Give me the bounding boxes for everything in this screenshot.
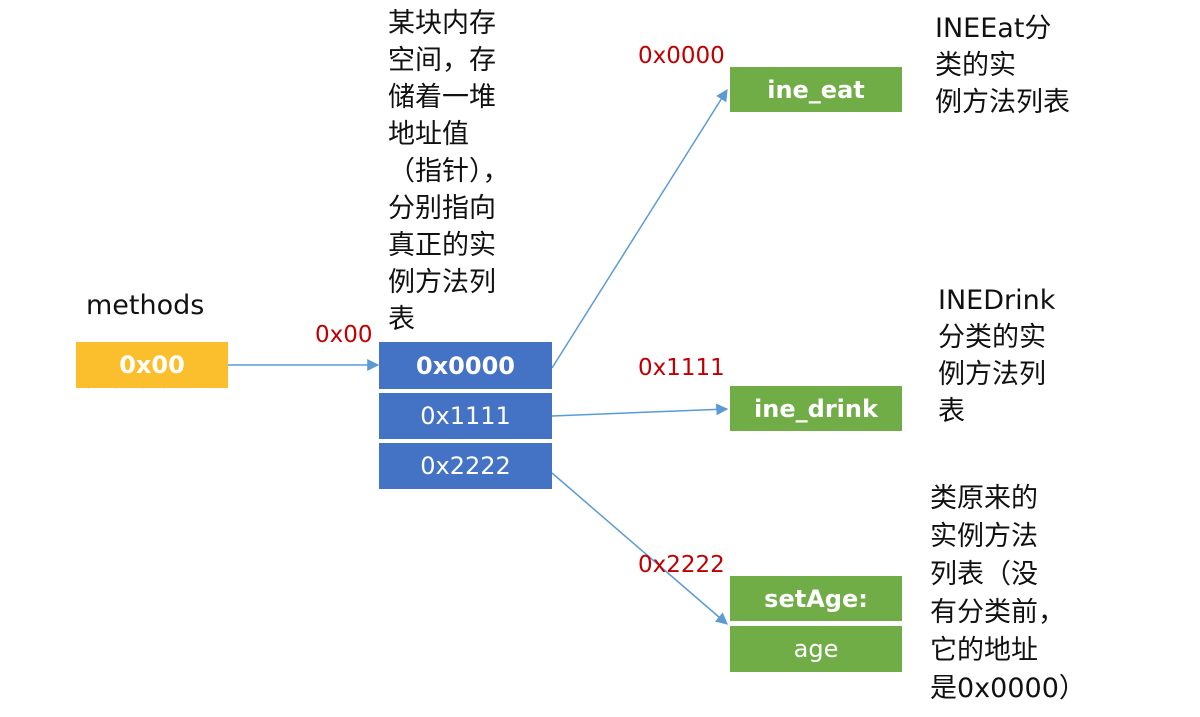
- arrow-0x1111-to-ine-drink: [551, 403, 729, 417]
- setage-box: setAge:: [730, 576, 902, 621]
- pointer-table-address: 0x00: [315, 322, 373, 348]
- pointer-cell-label: 0x1111: [420, 402, 511, 430]
- setage-label: setAge:: [764, 584, 868, 613]
- pointer-cell-0x1111: 0x1111: [379, 393, 552, 439]
- original-note: 类原来的 实例方法 列表（没 有分类前， 它的地址 是0x0000）: [930, 483, 1086, 704]
- age-box: age: [730, 626, 902, 672]
- drink-note: INEDrink 分类的实 例方法列 表: [938, 285, 1056, 427]
- ine-drink-box: ine_drink: [730, 386, 902, 431]
- pointer-cell-label: 0x0000: [416, 351, 515, 380]
- methods-value-box: 0x00: [76, 342, 228, 388]
- original-address: 0x2222: [638, 552, 725, 578]
- pointer-cell-label: 0x2222: [420, 452, 511, 480]
- pointer-cell-0x2222: 0x2222: [379, 443, 552, 489]
- ine-drink-label: ine_drink: [754, 394, 878, 423]
- eat-address: 0x0000: [638, 43, 725, 69]
- pointer-cell-0x0000: 0x0000: [379, 342, 552, 389]
- eat-note: INEEat分 类的实 例方法列表: [935, 13, 1070, 118]
- arrow-0x0000-to-ine-eat: [551, 88, 728, 369]
- arrow-0x2222-to-setage: [551, 472, 728, 625]
- methods-value: 0x00: [119, 351, 185, 379]
- heap-note: 某块内存 空间，存 储着一堆 地址值 （指针）， 分别指向 真正的实 例方法列 …: [388, 8, 510, 335]
- age-label: age: [793, 635, 839, 663]
- drink-address: 0x1111: [638, 355, 725, 381]
- methods-label-line1: methods: [86, 290, 205, 321]
- ine-eat-box: ine_eat: [730, 67, 902, 112]
- ine-eat-label: ine_eat: [767, 75, 865, 104]
